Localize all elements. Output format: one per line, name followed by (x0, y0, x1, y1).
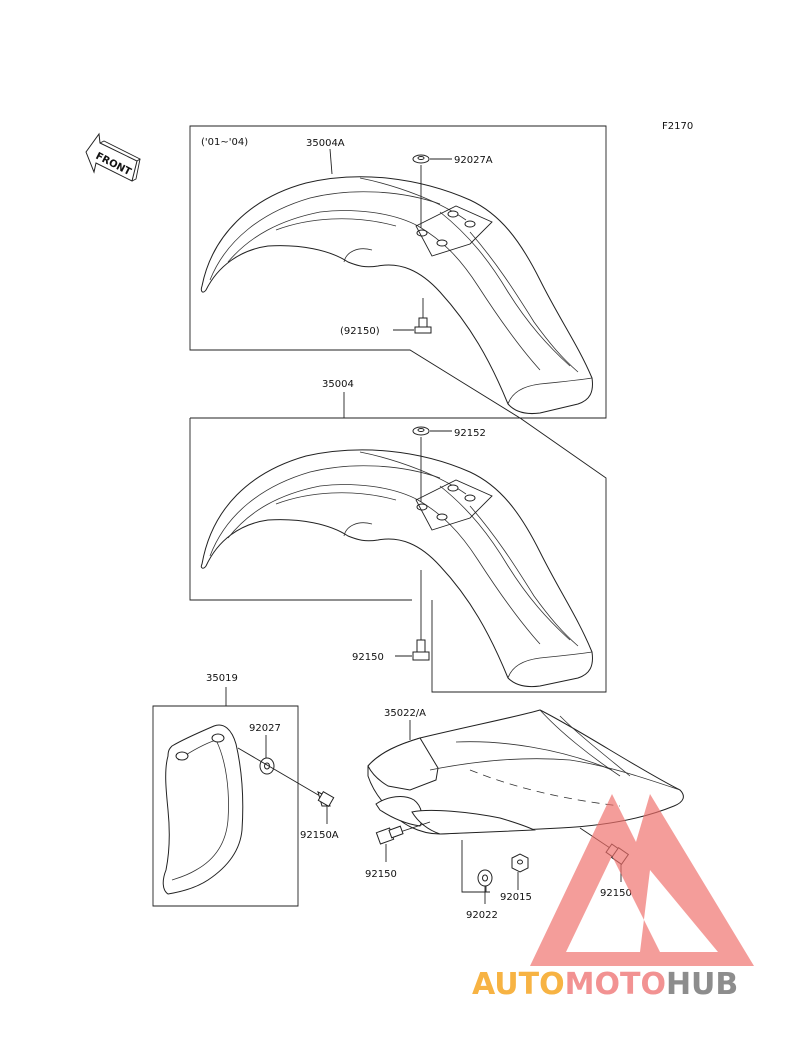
bolt-92150-mid-icon (412, 639, 430, 661)
label-92022: 92022 (466, 910, 498, 921)
guard-35019 (162, 724, 244, 895)
label-35022A: 35022/A (384, 708, 426, 719)
label-92150-mid: 92150 (352, 652, 384, 663)
label-92015: 92015 (500, 892, 532, 903)
bolt-92150-top-icon (414, 298, 432, 334)
diagram-code: F2170 (662, 121, 693, 132)
bolt-92150-rear-left-icon (375, 821, 431, 845)
guard-35019-group: 35019 92027 92150A (152, 673, 339, 907)
front-arrow-icon: FRONT (85, 132, 141, 182)
label-92027: 92027 (249, 723, 281, 734)
washer-92022-icon (477, 869, 493, 887)
nut-92015-icon (511, 853, 529, 873)
svg-text:AUTOMOTOHUB: AUTOMOTOHUB (472, 967, 738, 1002)
watermark-hub: HUB (666, 967, 738, 1002)
label-35004: 35004 (322, 379, 354, 390)
label-35019: 35019 (206, 673, 238, 684)
rear-fender-35022A (367, 709, 684, 835)
year-range-label: ('01~'04) (201, 137, 248, 148)
label-92150-paren: (92150) (340, 326, 380, 337)
watermark-triangle-icon (530, 794, 754, 966)
watermark-moto: MOTO (565, 967, 666, 1002)
label-92152: 92152 (454, 428, 486, 439)
front-fender-35004A-group: ('01~'04) 35004A 92027A (9215 (189, 125, 607, 419)
automotohub-watermark: AUTOMOTOHUB (472, 794, 754, 1002)
label-92150-rear-right: 92150 (600, 888, 632, 899)
front-fender-35004-group: 35004 92152 92150 (189, 379, 607, 693)
label-92027A: 92027A (454, 155, 493, 166)
front-fender-35004 (200, 449, 593, 688)
watermark-auto: AUTO (472, 967, 565, 1002)
washer-92027-icon (259, 757, 275, 775)
front-fender-35004A (200, 176, 593, 415)
bolt-92150A-icon (317, 790, 335, 808)
label-92150-rear-left: 92150 (365, 869, 397, 880)
label-92150A: 92150A (300, 830, 339, 841)
label-35004A: 35004A (306, 138, 345, 149)
